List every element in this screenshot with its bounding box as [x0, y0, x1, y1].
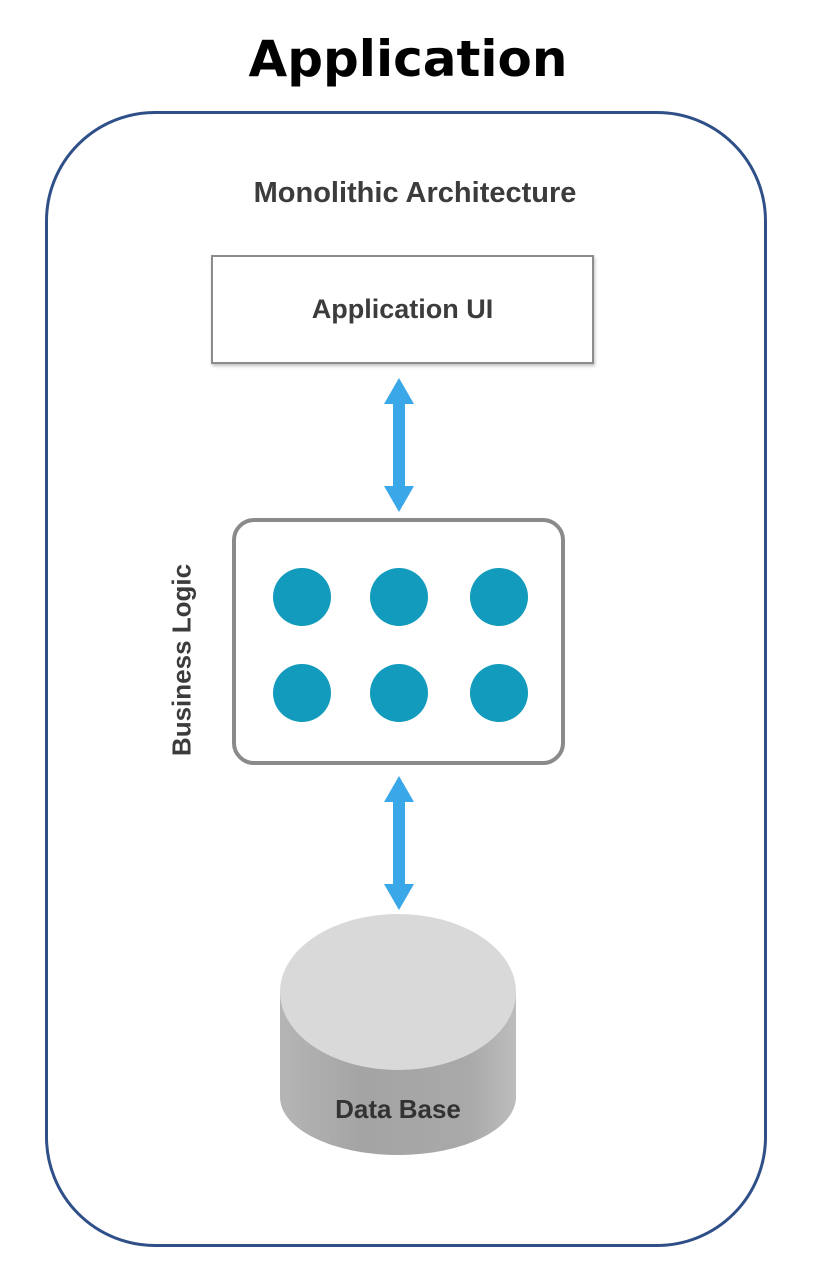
- logic-db-arrow: [384, 776, 414, 910]
- application-ui-box: Application UI: [211, 255, 594, 364]
- application-ui-label: Application UI: [311, 294, 494, 324]
- database-label: Data Base: [335, 1094, 461, 1124]
- diagram-subtitle: Monolithic Architecture: [253, 177, 577, 209]
- page-title: Application: [248, 30, 568, 88]
- component-node: [370, 568, 428, 626]
- business-logic-label: Business Logic: [166, 563, 197, 757]
- application-frame: [45, 111, 767, 1247]
- business-logic-box: [232, 518, 565, 765]
- database-cylinder-icon: [280, 914, 516, 1155]
- component-node: [470, 568, 528, 626]
- ui-logic-arrow: [384, 378, 414, 512]
- component-node: [273, 664, 331, 722]
- component-node: [273, 568, 331, 626]
- component-node: [370, 664, 428, 722]
- component-node: [470, 664, 528, 722]
